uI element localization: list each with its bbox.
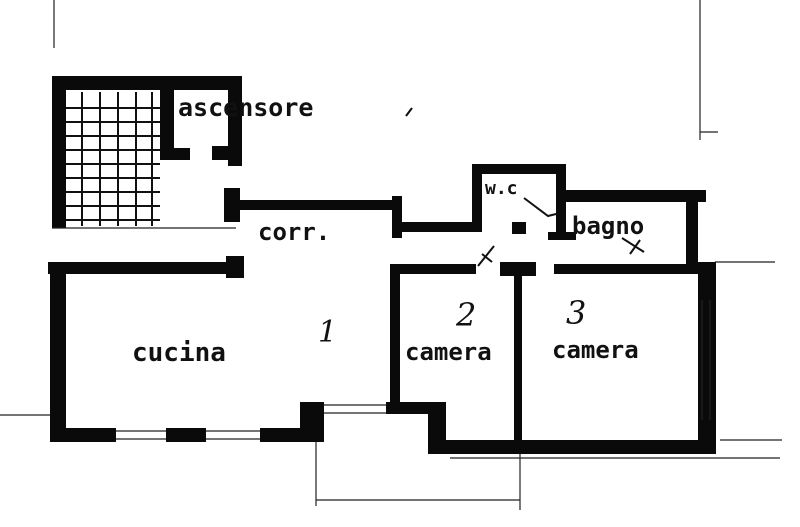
- wc-label: w.c: [485, 178, 518, 199]
- camera-3-label: camera: [552, 336, 639, 364]
- room-number-1: 1: [318, 315, 337, 350]
- cucina-label: cucina: [132, 338, 226, 368]
- room-number-3: 3: [566, 294, 586, 332]
- camera-2-label: camera: [405, 338, 492, 366]
- wc-walls: [472, 164, 566, 234]
- corr-label: corr.: [258, 218, 330, 246]
- bagno-walls: [548, 190, 706, 274]
- reference-lines: [0, 0, 782, 510]
- bagno-label: bagno: [572, 212, 644, 240]
- stairwell: [52, 76, 242, 229]
- room-number-2: 2: [455, 296, 476, 334]
- cucina-walls: [50, 262, 386, 442]
- ascensore-label: ascensore: [178, 93, 313, 122]
- corridor-walls: [48, 188, 474, 278]
- pencil-marks: [405, 107, 645, 267]
- bedroom-walls: [386, 262, 716, 454]
